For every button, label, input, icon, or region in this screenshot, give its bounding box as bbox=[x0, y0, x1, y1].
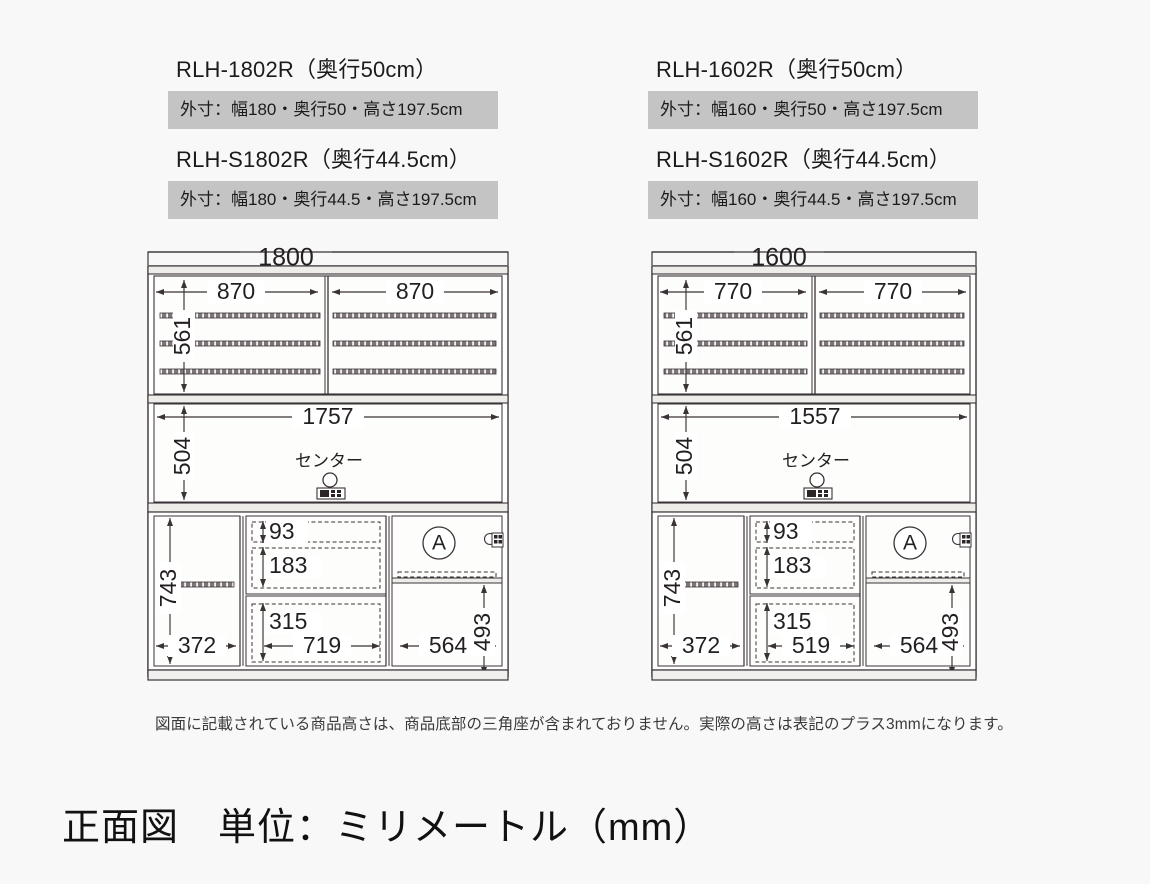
dim-right-cabinet-width-564: 564 bbox=[429, 632, 468, 658]
drawer-middle-right-unit bbox=[755, 547, 855, 589]
elevation-svg-right: 1600 770 770 bbox=[651, 244, 977, 681]
dim-middle-height-504: 504 bbox=[169, 437, 195, 476]
dim-drawer-top-93: 93 bbox=[269, 518, 295, 544]
spec-band-1802r: 外寸：幅180・奥行50・高さ197.5cm bbox=[168, 91, 498, 129]
shelf-dashed-right-left-unit bbox=[397, 571, 497, 578]
outlet-icon-left bbox=[316, 487, 346, 500]
dim-lower-left-height-743: 743 bbox=[155, 569, 181, 607]
dim-right-cabinet-height-493: 493 bbox=[469, 613, 495, 651]
elevation-drawing-right: 1600 770 770 bbox=[638, 240, 1008, 685]
drawer-top-left-unit bbox=[251, 521, 381, 543]
header-block-right: RLH-1602R（奥行50cm） 外寸：幅160・奥行50・高さ197.5cm… bbox=[648, 52, 978, 232]
spec-band-1602r: 外寸：幅160・奥行50・高さ197.5cm bbox=[648, 91, 978, 129]
spec-band-s1602r: 外寸：幅160・奥行44.5・高さ197.5cm bbox=[648, 181, 978, 219]
dim-upper-left-770: 770 bbox=[714, 278, 752, 304]
outlet-icon-right-right-unit bbox=[951, 532, 972, 548]
dim-upper-right-870: 870 bbox=[396, 278, 434, 304]
dim-drawer-bottom-315-right: 315 bbox=[773, 608, 811, 634]
dim-middle-width-1757: 1757 bbox=[302, 403, 353, 429]
dim-lower-left-height-743-right: 743 bbox=[659, 569, 685, 607]
section-mark-label-left: A bbox=[432, 532, 446, 555]
dim-upper-left-870: 870 bbox=[217, 278, 255, 304]
drawer-middle-left-unit bbox=[251, 547, 381, 589]
dim-upper-right-770: 770 bbox=[874, 278, 912, 304]
elevation-svg-left: 1800 870 bbox=[147, 244, 509, 681]
section-mark-circle-right bbox=[893, 526, 927, 560]
dim-lower-left-width-372: 372 bbox=[178, 632, 216, 658]
knob-icon-right bbox=[809, 472, 825, 488]
model-name-1802r: RLH-1802R（奥行50cm） bbox=[176, 57, 438, 82]
dim-upper-height-561: 561 bbox=[169, 317, 195, 355]
section-mark-circle-left bbox=[422, 526, 456, 560]
dim-drawer-width-519: 519 bbox=[792, 632, 830, 658]
model-name-1602r: RLH-1602R（奥行50cm） bbox=[656, 57, 918, 82]
dim-drawer-width-719: 719 bbox=[303, 632, 341, 658]
dim-lower-left-width-372-right: 372 bbox=[682, 632, 720, 658]
dim-middle-width-1557: 1557 bbox=[789, 403, 840, 429]
dim-right-cabinet-height-493-right: 493 bbox=[937, 613, 963, 651]
section-mark-label-right: A bbox=[903, 532, 917, 555]
center-label-right: センター bbox=[782, 451, 850, 470]
spec-band-s1802r: 外寸：幅180・奥行44.5・高さ197.5cm bbox=[168, 181, 498, 219]
outlet-icon-center-right bbox=[803, 487, 833, 500]
model-name-s1802r: RLH-S1802R（奥行44.5cm） bbox=[176, 147, 471, 172]
dim-drawer-middle-183-right: 183 bbox=[773, 552, 811, 578]
dim-drawer-top-93-right: 93 bbox=[773, 518, 799, 544]
dim-middle-height-504-right: 504 bbox=[671, 437, 697, 476]
model-name-s1602r: RLH-S1602R（奥行44.5cm） bbox=[656, 147, 951, 172]
footnote-text: 図面に記載されている商品高さは、商品底部の三角座が含まれておりません。実際の高さ… bbox=[155, 716, 1013, 733]
dim-drawer-bottom-315: 315 bbox=[269, 608, 307, 634]
elevation-drawing-left: 1800 870 bbox=[132, 240, 542, 685]
header-block-left: RLH-1802R（奥行50cm） 外寸：幅180・奥行50・高さ197.5cm… bbox=[168, 52, 498, 232]
page-title: 正面図 単位：ミリメートル（mm） bbox=[62, 807, 713, 849]
center-label-left: センター bbox=[295, 451, 363, 470]
knob-icon-left bbox=[322, 472, 338, 488]
outlet-icon-right-left-unit bbox=[483, 532, 504, 548]
dim-upper-height-561-right: 561 bbox=[671, 317, 697, 355]
shelf-dashed-right-right-unit bbox=[871, 571, 965, 578]
dim-drawer-middle-183: 183 bbox=[269, 552, 307, 578]
drawer-bottom-right-unit bbox=[755, 603, 855, 663]
dim-right-cabinet-width-564-right: 564 bbox=[900, 632, 939, 658]
